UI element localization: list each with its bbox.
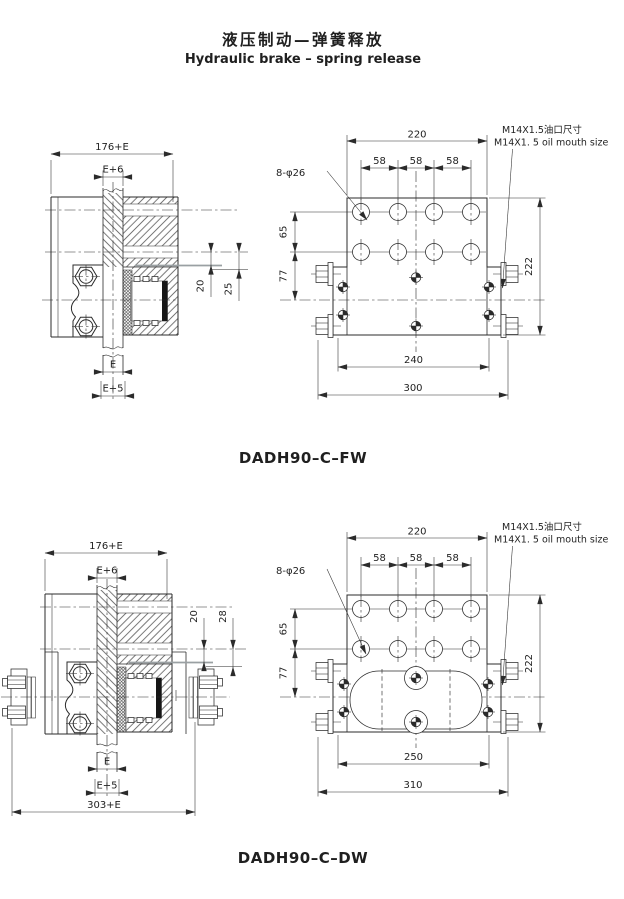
oil-port-label-en: M14X1. 5 oil mouth size [494,535,608,546]
dw-front-dimensions: 220 58 58 58 8-φ26 M14X1.5油口尺寸 M14X1. 5 … [276,521,608,797]
dim-label: 77 [279,667,290,680]
title-english: Hydraulic brake – spring release [185,52,421,67]
dim-label: 176+E [89,541,123,552]
brake-caliper-bracket [70,264,103,337]
dw-side-view: 176+E E+6 20 28 E [1,541,246,816]
dim-label: 58 [410,156,423,167]
dw-left-cylinder-assembly [2,651,59,734]
dim-label: 250 [404,752,423,763]
dim-label: E [104,757,110,768]
fw-side-view: 176+E E+6 20 25 E [42,142,248,399]
dw-side-dimensions: 176+E E+6 20 28 E [11,541,236,816]
figure-caption: DADH90–C–FW [239,449,367,467]
figure-dw: 176+E E+6 20 28 E [1,521,608,867]
dim-label: 25 [224,283,235,296]
dim-label: 58 [410,553,423,564]
dim-label: 20 [196,280,207,293]
brake-caliper-bracket [64,661,97,734]
dim-label: E [110,360,116,371]
figure-caption: DADH90–C–DW [238,849,368,867]
dim-label: 20 [189,610,200,623]
dim-label: E+5 [102,384,123,395]
fw-front-dimensions: 220 58 58 58 8-φ26 M14X1.5油口尺寸 M14X1. 5 … [276,124,608,400]
dw-front-view: 220 58 58 58 8-φ26 M14X1.5油口尺寸 M14X1. 5 … [276,521,608,797]
fw-side-dimensions: 176+E E+6 20 25 E [50,142,242,399]
dim-label: 58 [373,553,386,564]
dim-label: 240 [404,355,423,366]
dim-label: 28 [218,610,229,623]
dim-label: 300 [403,383,422,394]
dw-right-cylinder-assembly [172,651,223,734]
dim-label: 220 [407,130,426,141]
holes-callout: 8-φ26 [276,168,305,179]
oil-port-label-zh: M14X1.5油口尺寸 [502,124,582,136]
dim-label: 222 [524,654,535,673]
dim-label: 58 [373,156,386,167]
dim-label: 222 [524,257,535,276]
page-header: 液压制动—弹簧释放 Hydraulic brake – spring relea… [185,30,421,67]
dim-label: 58 [446,156,459,167]
dim-label: E+6 [102,165,123,176]
dim-label: E+5 [96,781,117,792]
dim-label: 310 [403,780,422,791]
title-chinese: 液压制动—弹簧释放 [222,30,384,49]
dim-label: 303+E [87,800,121,811]
fw-front-view: 220 58 58 58 8-φ26 M14X1.5油口尺寸 M14X1. 5 … [276,124,608,400]
dim-label: 220 [407,527,426,538]
dim-label: 65 [279,623,290,636]
dim-label: E+6 [96,566,117,577]
dim-label: 58 [446,553,459,564]
piston-cover-outline [349,670,483,730]
oil-port-label-en: M14X1. 5 oil mouth size [494,138,608,149]
dim-label: 176+E [95,142,129,153]
oil-port-label-zh: M14X1.5油口尺寸 [502,521,582,533]
holes-callout: 8-φ26 [276,566,305,577]
dim-label: 65 [279,226,290,239]
dim-label: 77 [279,270,290,283]
figure-fw: 176+E E+6 20 25 E [42,124,608,467]
